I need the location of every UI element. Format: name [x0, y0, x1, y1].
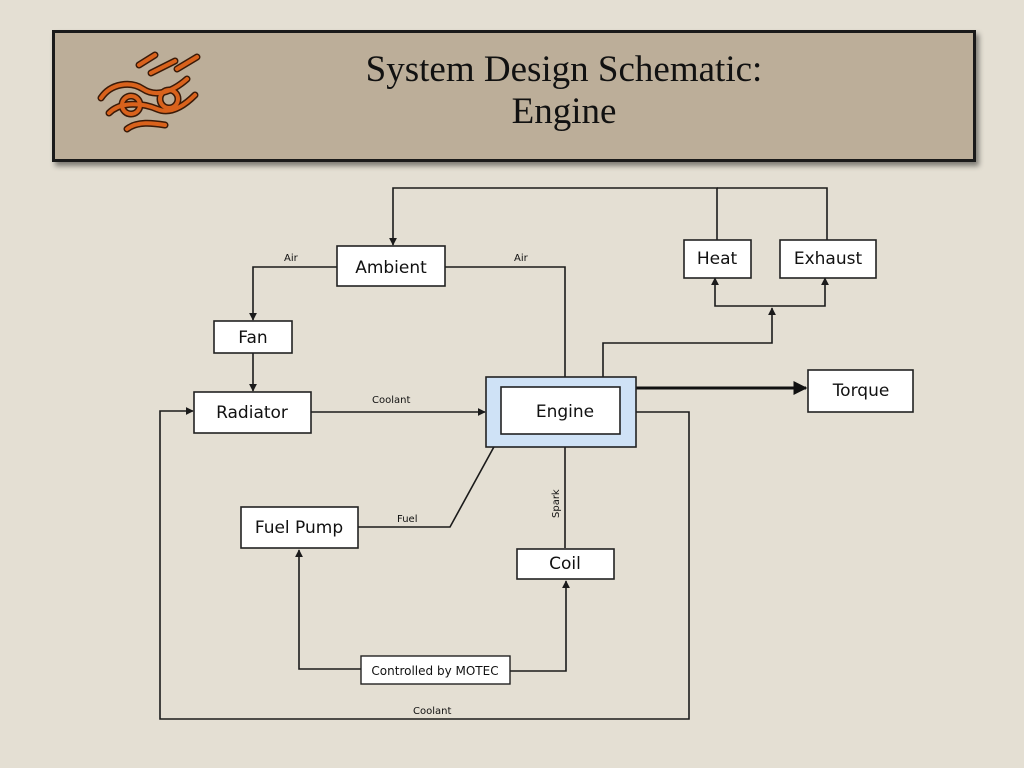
exhaust-top-line	[717, 187, 828, 240]
node-fan-label: Fan	[238, 328, 267, 348]
heat-branch-line	[711, 277, 772, 307]
air-to-engine-line	[445, 266, 569, 389]
node-ambient: Ambient	[336, 245, 446, 287]
node-fuel-pump-label: Fuel Pump	[255, 518, 343, 538]
node-fuel-pump: Fuel Pump	[240, 506, 359, 549]
node-heat-label: Heat	[697, 249, 738, 269]
node-coil: Coil	[516, 548, 615, 580]
engine-to-heat-line	[602, 307, 776, 388]
node-fan: Fan	[213, 320, 293, 354]
edge-label-spark: Spark	[551, 489, 562, 518]
node-ambient-label: Ambient	[355, 258, 427, 278]
fuel-line	[358, 433, 502, 528]
node-heat: Heat	[683, 239, 752, 279]
node-engine: Engine	[485, 376, 637, 448]
exhaust-branch-line	[772, 277, 829, 307]
edge-label-air-fan: Air	[284, 253, 299, 264]
title-banner: System Design Schematic: Engine	[52, 30, 976, 162]
connectors	[159, 187, 829, 720]
node-controller-label: Controlled by MOTEC	[371, 664, 498, 678]
slide-title-line1: System Design Schematic:	[365, 49, 763, 90]
slide-title: System Design Schematic: Engine	[215, 49, 913, 133]
node-exhaust: Exhaust	[779, 239, 877, 279]
air-to-fan-line	[249, 266, 337, 321]
node-torque-label: Torque	[832, 381, 890, 401]
controller-to-coil-line	[510, 580, 570, 672]
edge-label-air-engine: Air	[514, 253, 529, 264]
node-torque: Torque	[807, 369, 914, 413]
edge-label-coolant-return: Coolant	[413, 706, 451, 717]
node-controller: Controlled by MOTEC	[360, 655, 511, 685]
node-coil-label: Coil	[549, 554, 581, 574]
slide-title-line2: Engine	[511, 91, 617, 132]
edge-label-fuel: Fuel	[397, 514, 417, 525]
controller-to-fuel-pump-line	[295, 549, 361, 670]
race-car-logo-icon	[97, 51, 201, 133]
node-radiator: Radiator	[193, 391, 312, 434]
coolant-return-line	[159, 407, 690, 720]
node-radiator-label: Radiator	[216, 403, 288, 423]
node-exhaust-label: Exhaust	[794, 249, 863, 269]
exhaust-return-line	[389, 187, 718, 246]
edge-label-coolant: Coolant	[372, 395, 410, 406]
node-engine-label: Engine	[536, 402, 594, 422]
